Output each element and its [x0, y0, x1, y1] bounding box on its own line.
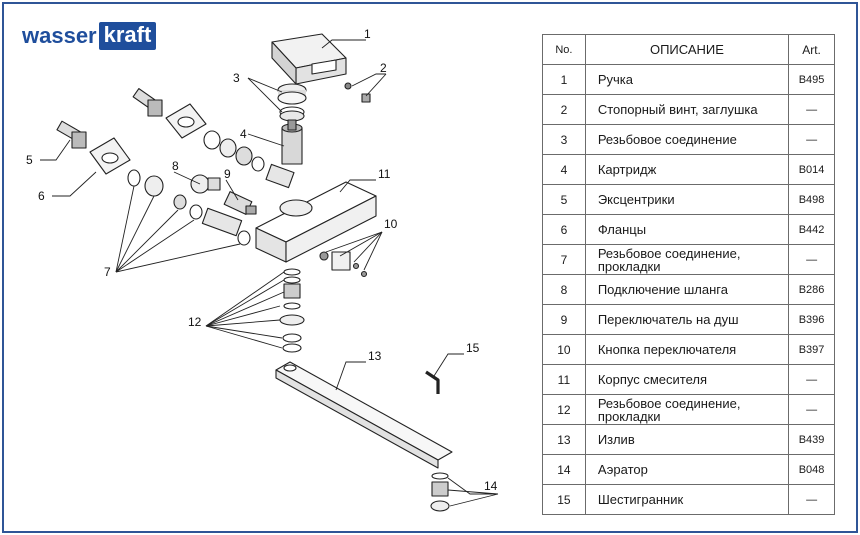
row-description: Подключение шланга [584, 274, 790, 305]
callout-7: 7 [104, 265, 111, 279]
row-art: — [788, 394, 835, 425]
row-art: — [788, 124, 835, 155]
part-spout [275, 361, 453, 469]
row-description: Переключатель на душ [584, 304, 790, 335]
part-handle [271, 33, 347, 85]
row-description: Эксцентрики [584, 184, 790, 215]
row-no: 6 [542, 214, 586, 245]
part-flange-left [89, 137, 131, 175]
callout-6: 6 [38, 189, 45, 203]
row-description: Резьбовое соединение, прокладки [584, 394, 790, 425]
callout-13: 13 [368, 349, 382, 363]
callout-1: 1 [364, 27, 371, 41]
table-row: 7 Резьбовое соединение, прокладки — [542, 244, 835, 275]
row-art: B397 [788, 334, 835, 365]
table-row: 9 Переключатель на душ B396 [542, 304, 835, 335]
callout-9: 9 [224, 167, 231, 181]
table-row: 12 Резьбовое соединение, прокладки — [542, 394, 835, 425]
part-hose-connector [190, 174, 221, 194]
part-eccentric-top [132, 88, 163, 117]
callout-2: 2 [380, 61, 387, 75]
table-row: 5 Эксцентрики B498 [542, 184, 835, 215]
header-art: Art. [788, 34, 835, 65]
callout-15: 15 [466, 341, 480, 355]
row-art: — [788, 94, 835, 125]
row-no: 14 [542, 454, 586, 485]
table-row: 4 Картридж B014 [542, 154, 835, 185]
row-description: Кнопка переключателя [584, 334, 790, 365]
row-art: B439 [788, 424, 835, 455]
row-description: Шестигранник [584, 484, 790, 515]
row-no: 10 [542, 334, 586, 365]
row-no: 11 [542, 364, 586, 395]
row-art: B442 [788, 214, 835, 245]
part-eccentric-left [56, 120, 87, 149]
row-description: Стопорный винт, заглушка [584, 94, 790, 125]
row-description: Фланцы [584, 214, 790, 245]
row-description: Картридж [584, 154, 790, 185]
row-art: B396 [788, 304, 835, 335]
table-row: 10 Кнопка переключателя B397 [542, 334, 835, 365]
row-art: B048 [788, 454, 835, 485]
table-row: 3 Резьбовое соединение — [542, 124, 835, 155]
row-no: 9 [542, 304, 586, 335]
table-row: 14 Аэратор B048 [542, 454, 835, 485]
part-aerator [430, 472, 450, 512]
callout-11: 11 [378, 167, 391, 181]
table-row: 2 Стопорный винт, заглушка — [542, 94, 835, 125]
callout-14: 14 [484, 479, 498, 493]
row-description: Аэратор [584, 454, 790, 485]
exploded-parts-diagram: 1 2 3 4 5 6 7 8 9 10 11 12 13 14 15 [26, 27, 499, 512]
callout-10: 10 [384, 217, 398, 231]
parts-table: No. ОПИСАНИЕ Art. 1 Ручка B495 2 Стопорн… [542, 34, 835, 515]
table-row: 13 Излив B439 [542, 424, 835, 455]
row-description: Ручка [584, 64, 790, 95]
callout-3: 3 [233, 71, 240, 85]
row-no: 13 [542, 424, 586, 455]
header-no: No. [542, 34, 586, 65]
row-no: 2 [542, 94, 586, 125]
brand-logo: wasser kraft [22, 20, 157, 52]
table-row: 8 Подключение шланга B286 [542, 274, 835, 305]
row-art: B495 [788, 64, 835, 95]
row-no: 7 [542, 244, 586, 275]
row-no: 1 [542, 64, 586, 95]
table-row: 15 Шестигранник — [542, 484, 835, 515]
row-no: 12 [542, 394, 586, 425]
part-mixer-body [255, 181, 377, 263]
row-description: Резьбовое соединение [584, 124, 790, 155]
row-no: 5 [542, 184, 586, 215]
row-description: Резьбовое соединение, прокладки [584, 244, 790, 275]
callout-5: 5 [26, 153, 33, 167]
row-description: Корпус смесителя [584, 364, 790, 395]
header-description: ОПИСАНИЕ [584, 34, 790, 65]
part-diverter-button [319, 251, 368, 278]
row-art: B014 [788, 154, 835, 185]
row-art: — [788, 244, 835, 275]
table-row: 11 Корпус смесителя — [542, 364, 835, 395]
callout-4: 4 [240, 127, 247, 141]
callout-12: 12 [188, 315, 202, 329]
brand-logo-part2: kraft [98, 22, 157, 50]
row-art: B286 [788, 274, 835, 305]
brand-logo-part1: wasser [22, 23, 97, 48]
row-no: 3 [542, 124, 586, 155]
row-art: — [788, 484, 835, 515]
part-connection-stack [279, 268, 305, 353]
callout-8: 8 [172, 159, 179, 173]
row-description: Излив [584, 424, 790, 455]
parts-table-header: No. ОПИСАНИЕ Art. [542, 34, 835, 65]
table-row: 6 Фланцы B442 [542, 214, 835, 245]
row-no: 8 [542, 274, 586, 305]
row-art: — [788, 364, 835, 395]
row-no: 4 [542, 154, 586, 185]
part-flange-top [165, 103, 207, 139]
table-row: 1 Ручка B495 [542, 64, 835, 95]
row-art: B498 [788, 184, 835, 215]
row-no: 15 [542, 484, 586, 515]
part-diverter [223, 191, 257, 215]
